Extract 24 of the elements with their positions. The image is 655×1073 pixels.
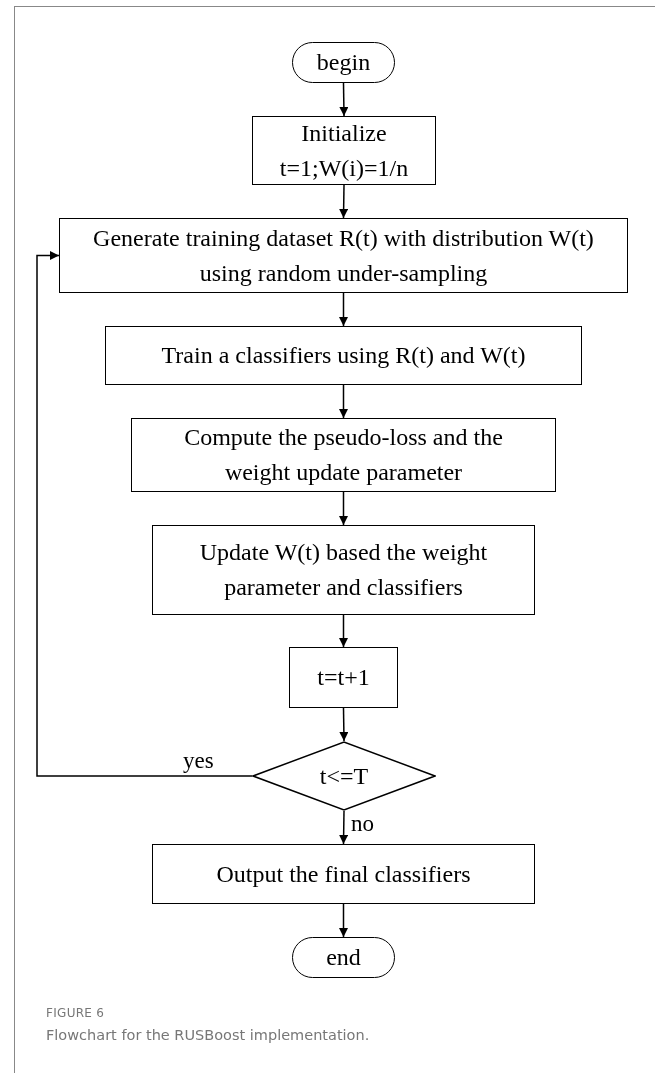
- process-box: Compute the pseudo-loss and the weight update parameter: [131, 418, 556, 492]
- decision-diamond: t<=T: [252, 741, 436, 811]
- process-box: t=t+1: [289, 647, 398, 708]
- arrow: [339, 184, 349, 219]
- figure-number: FIGURE 6: [46, 1006, 105, 1020]
- arrow: [339, 614, 348, 648]
- arrow: [339, 82, 349, 117]
- arrow: [339, 292, 348, 327]
- arrow: [339, 707, 349, 742]
- process-box: Generate training dataset R(t) with distribution W(t) using random under-sampling: [59, 218, 628, 293]
- process-box: Update W(t) based the weight parameter and classifiers: [152, 525, 535, 615]
- arrow: [36, 251, 253, 777]
- process-box: Train a classifiers using R(t) and W(t): [105, 326, 582, 385]
- arrow: [339, 384, 348, 419]
- terminal-box: end: [292, 937, 395, 978]
- terminal-box: begin: [292, 42, 395, 83]
- arrow: [339, 903, 348, 938]
- figure-caption: Flowchart for the RUSBoost implementation.: [46, 1027, 370, 1043]
- edge-label: no: [350, 812, 375, 835]
- edge-label: yes: [182, 749, 215, 772]
- arrow: [339, 810, 349, 845]
- process-box: Output the final classifiers: [152, 844, 535, 904]
- process-box: Initialize t=1;W(i)=1/n: [252, 116, 436, 185]
- arrow: [339, 491, 348, 526]
